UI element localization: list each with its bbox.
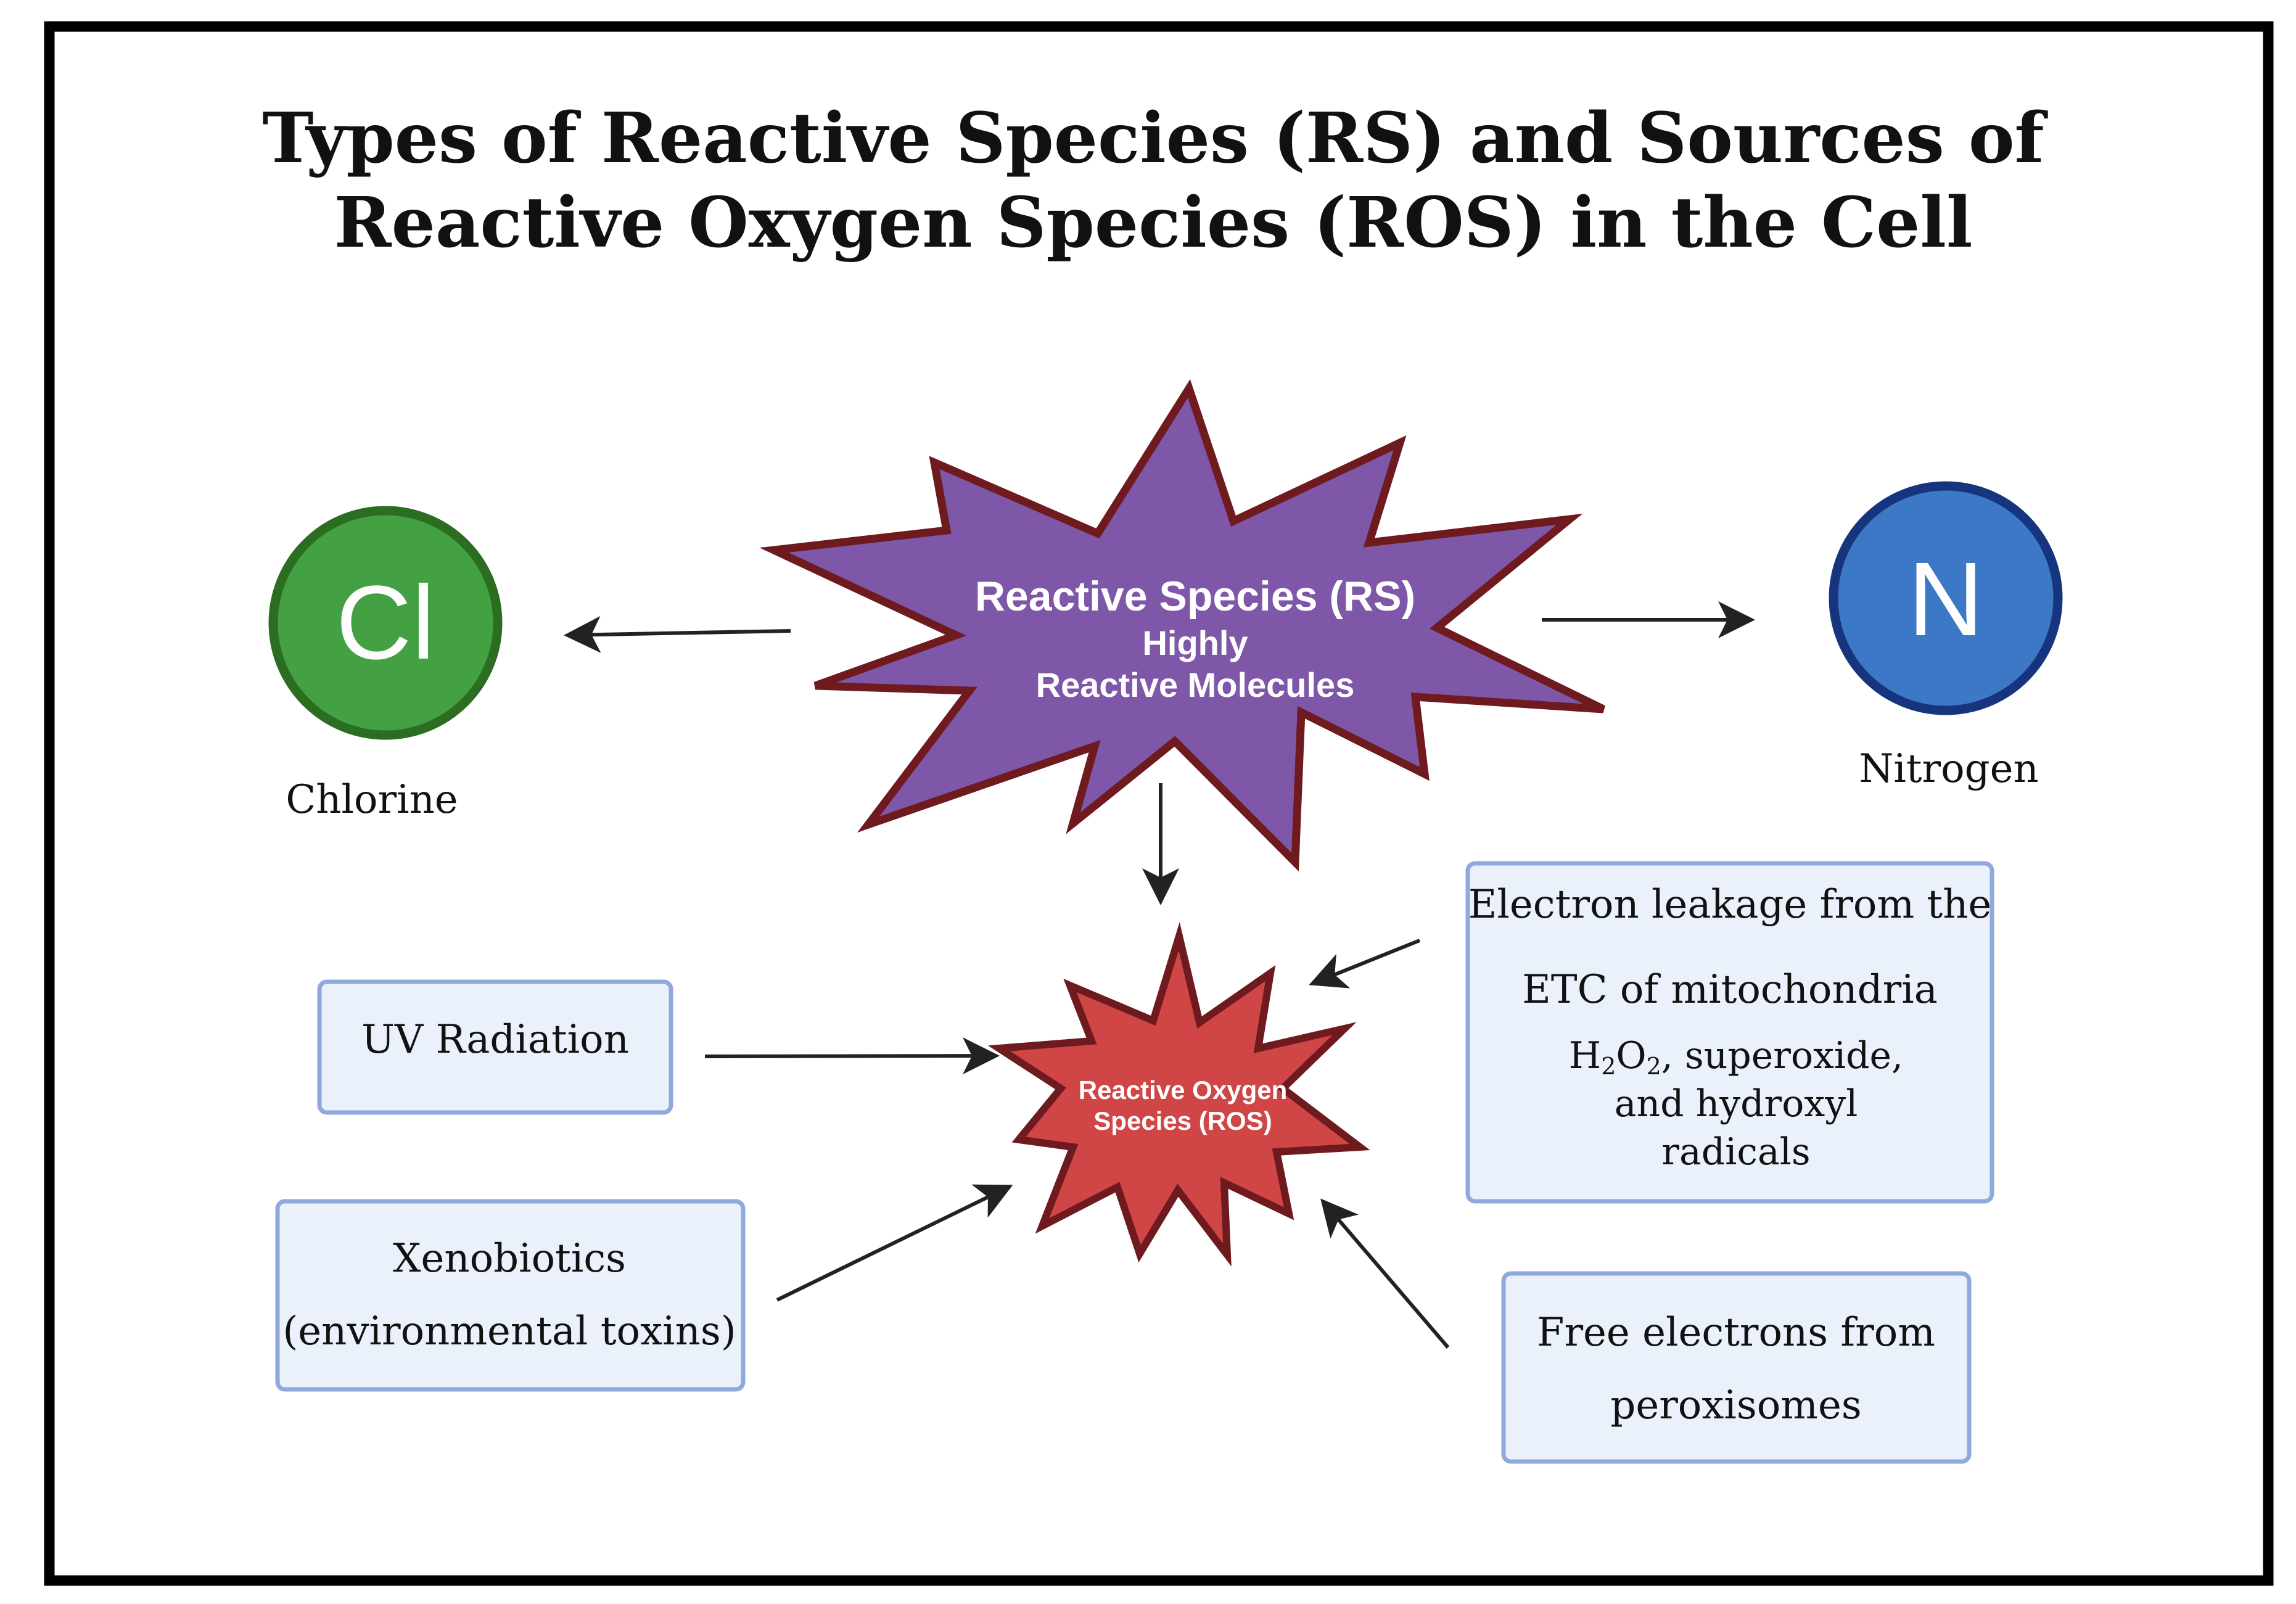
electron-leakage-line3: H2O2, superoxide,	[1569, 1034, 1903, 1080]
chlorine-label: Chlorine	[286, 777, 458, 823]
diagram-title-line2: Reactive Oxygen Species (ROS) in the Cel…	[334, 183, 1973, 263]
peroxisomes-box-bg	[1501, 1271, 1972, 1464]
electron-leakage-box-bg	[1465, 861, 1994, 1204]
xenobiotics-label-line2: (environmental toxins)	[282, 1309, 736, 1354]
ros-label-line1: Reactive Oxygen	[1079, 1076, 1288, 1104]
chlorine-symbol: Cl	[336, 564, 435, 681]
uv-radiation-box-bg	[317, 979, 673, 1115]
peroxisomes-box: Free electrons from peroxisomes	[1501, 1271, 1972, 1464]
ros-star	[987, 922, 1370, 1267]
reactive-species-title: Reactive Species (RS)	[975, 573, 1415, 620]
electron-leakage-line1: Electron leakage from the	[1468, 882, 1992, 927]
ros-node: Reactive Oxygen Species (ROS)	[987, 922, 1370, 1267]
chlorine-atom-circle	[268, 506, 503, 740]
reactive-species-subtitle-1: Highly	[1142, 623, 1248, 662]
peroxisomes-label-line1: Free electrons from	[1537, 1310, 1935, 1355]
xenobiotics-box: Xenobiotics (environmental toxins)	[275, 1199, 746, 1392]
electron-leakage-line2: ETC of mitochondria	[1522, 967, 1938, 1013]
ros-label-line2: Species (ROS)	[1093, 1106, 1272, 1135]
arrow-peroxisomes-to-ros	[1320, 1198, 1450, 1349]
electron-leakage-box: Electron leakage from the ETC of mitocho…	[1465, 861, 1994, 1204]
xenobiotics-label-line1: Xenobiotics	[393, 1236, 626, 1281]
electron-leakage-line4: and hydroxyl	[1615, 1082, 1858, 1125]
reactive-species-subtitle-2: Reactive Molecules	[1036, 665, 1355, 704]
peroxisomes-label-line2: peroxisomes	[1610, 1383, 1861, 1428]
uv-radiation-box: UV Radiation	[317, 979, 673, 1115]
xenobiotics-box-bg	[275, 1199, 746, 1392]
nitrogen-label: Nitrogen	[1859, 746, 2038, 792]
arrow-xenobiotics-to-ros	[776, 1184, 1013, 1302]
arrows	[564, 601, 1755, 1349]
nitrogen-symbol: N	[1908, 541, 1984, 658]
uv-radiation-label: UV Radiation	[361, 1017, 629, 1063]
reactive-species-node: Reactive Species (RS) Highly Reactive Mo…	[759, 379, 1605, 872]
diagram-title-line1: Types of Reactive Species (RS) and Sourc…	[262, 98, 2048, 179]
electron-leakage-line5: radicals	[1661, 1130, 1810, 1174]
reactive-species-star	[759, 379, 1605, 872]
nitrogen-node: N Nitrogen	[1829, 481, 2063, 792]
arrow-rs-to-chlorine	[564, 615, 791, 653]
chlorine-node: Cl Chlorine	[268, 506, 503, 823]
arrow-electron-leakage-to-ros	[1309, 939, 1421, 989]
nitrogen-atom-circle	[1829, 481, 2063, 715]
